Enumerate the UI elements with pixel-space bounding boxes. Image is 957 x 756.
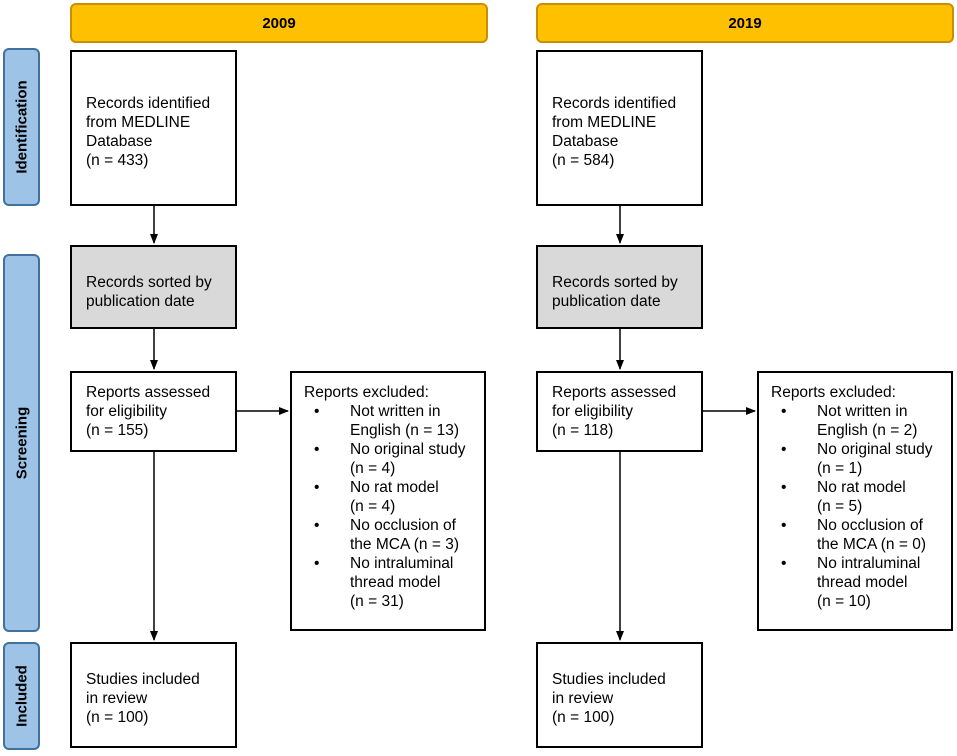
line: Database bbox=[86, 133, 153, 150]
excluded-item: • No occlusion of the MCA (n = 0) bbox=[759, 516, 957, 554]
excluded-item: • No original study (n = 4) bbox=[292, 440, 510, 478]
line: Database bbox=[552, 133, 619, 150]
excluded-item: • No rat model (n = 4) bbox=[292, 478, 510, 516]
box-2019-reports-assessed: Reports assessed for eligibility (n = 11… bbox=[536, 371, 703, 452]
excluded-item: • Not written in English (n = 2) bbox=[759, 402, 957, 440]
line: in review bbox=[86, 690, 148, 707]
year-header-2019-label: 2019 bbox=[728, 14, 762, 32]
excluded-item: • No intraluminal thread model (n = 10) bbox=[759, 554, 957, 611]
line: for eligibility bbox=[552, 403, 633, 420]
line: Reports assessed bbox=[552, 384, 677, 401]
line: in review bbox=[552, 690, 614, 707]
line: (n = 433) bbox=[86, 152, 149, 169]
box-2019-studies-included: Studies included in review (n = 100) bbox=[536, 642, 703, 748]
line: No original study bbox=[350, 441, 466, 458]
excluded-item: • No intraluminal thread model (n = 31) bbox=[292, 554, 510, 611]
line: (n = 584) bbox=[552, 152, 615, 169]
excluded-item: • No rat model (n = 5) bbox=[759, 478, 957, 516]
line: Studies included bbox=[552, 671, 666, 688]
line: publication date bbox=[552, 293, 661, 310]
line: (n = 100) bbox=[552, 709, 615, 726]
line: Records sorted by bbox=[552, 274, 678, 291]
box-2009-reports-excluded: Reports excluded: • Not written in Engli… bbox=[290, 371, 486, 631]
excluded-title: Reports excluded: bbox=[304, 384, 429, 401]
box-2009-records-identified: Records identified from MEDLINE Database… bbox=[70, 50, 237, 206]
line: (n = 4) bbox=[350, 460, 396, 477]
line: thread model bbox=[817, 574, 908, 591]
box-2019-records-identified: Records identified from MEDLINE Database… bbox=[536, 50, 703, 206]
line: No intraluminal bbox=[350, 555, 454, 572]
year-header-2019: 2019 bbox=[536, 3, 954, 43]
line: No occlusion of bbox=[350, 517, 456, 534]
line: the MCA (n = 0) bbox=[817, 536, 926, 553]
line: publication date bbox=[86, 293, 195, 310]
line: Not written in bbox=[350, 403, 441, 420]
line: English (n = 13) bbox=[350, 422, 459, 439]
line: the MCA (n = 3) bbox=[350, 536, 459, 553]
excluded-item: • Not written in English (n = 13) bbox=[292, 402, 510, 440]
box-2009-records-sorted: Records sorted by publication date bbox=[70, 245, 237, 329]
line: (n = 155) bbox=[86, 422, 149, 439]
line: (n = 1) bbox=[817, 460, 863, 477]
excluded-list: • Not written in English (n = 2) • No or… bbox=[759, 402, 957, 611]
excluded-title: Reports excluded: bbox=[771, 384, 896, 401]
line: No rat model bbox=[350, 479, 439, 496]
line: (n = 100) bbox=[86, 709, 149, 726]
line: No occlusion of bbox=[817, 517, 923, 534]
line: (n = 118) bbox=[552, 422, 614, 439]
line: for eligibility bbox=[86, 403, 167, 420]
phase-included: Included bbox=[3, 642, 40, 750]
line: Reports assessed bbox=[86, 384, 211, 401]
line: English (n = 2) bbox=[817, 422, 918, 439]
phase-screening: Screening bbox=[3, 254, 40, 632]
line: thread model bbox=[350, 574, 441, 591]
excluded-list: • Not written in English (n = 13) • No o… bbox=[292, 402, 510, 611]
phase-identification: Identification bbox=[3, 48, 40, 206]
year-header-2009-label: 2009 bbox=[262, 14, 296, 32]
line: Not written in bbox=[817, 403, 908, 420]
line: (n = 10) bbox=[817, 593, 871, 610]
box-2019-reports-excluded: Reports excluded: • Not written in Engli… bbox=[757, 371, 953, 631]
line: Records sorted by bbox=[86, 274, 212, 291]
year-header-2009: 2009 bbox=[70, 3, 488, 43]
line: (n = 31) bbox=[350, 593, 404, 610]
excluded-item: • No original study (n = 1) bbox=[759, 440, 957, 478]
excluded-item: • No occlusion of the MCA (n = 3) bbox=[292, 516, 510, 554]
line: Studies included bbox=[86, 671, 200, 688]
line: from MEDLINE bbox=[552, 114, 657, 131]
line: (n = 4) bbox=[350, 498, 396, 515]
line: No intraluminal bbox=[817, 555, 921, 572]
box-2019-records-sorted: Records sorted by publication date bbox=[536, 245, 703, 329]
line: No original study bbox=[817, 441, 933, 458]
line: Records identified bbox=[86, 95, 211, 112]
box-2009-reports-assessed: Reports assessed for eligibility (n = 15… bbox=[70, 371, 237, 452]
line: from MEDLINE bbox=[86, 114, 191, 131]
box-2009-studies-included: Studies included in review (n = 100) bbox=[70, 642, 237, 748]
line: Records identified bbox=[552, 95, 677, 112]
line: No rat model bbox=[817, 479, 906, 496]
line: (n = 5) bbox=[817, 498, 863, 515]
